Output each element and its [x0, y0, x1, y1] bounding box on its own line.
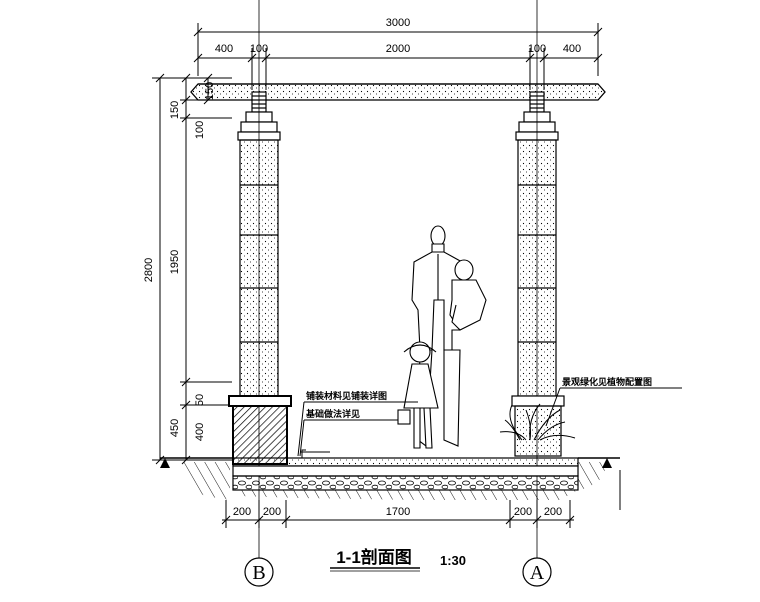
- left-column: [228, 0, 292, 560]
- dim-base-height: 450: [169, 419, 181, 437]
- dim-span: 2000: [386, 43, 410, 55]
- axis-bubble-b: B: [244, 557, 274, 587]
- axis-bubble-a: A: [522, 557, 552, 587]
- dim-bottom-4: 200: [544, 506, 562, 518]
- dim-bottom-2: 200: [263, 506, 281, 518]
- left-dimensions: [152, 73, 232, 465]
- top-dimensions: [193, 23, 603, 90]
- drawing-scale: 1:30: [440, 553, 466, 568]
- plant-icon: [499, 403, 576, 441]
- human-scale-figures: [397, 225, 487, 449]
- ground-section: [160, 449, 621, 510]
- note-leaders: [297, 387, 682, 457]
- dim-footing-height: 400: [194, 423, 206, 441]
- dim-left-overhang: 400: [215, 43, 233, 55]
- dim-bottom-3: 200: [514, 506, 532, 518]
- drawing-title: 1-1剖面图: [336, 547, 412, 567]
- dim-bottom-mid: 1700: [386, 506, 410, 518]
- svg-text:B: B: [252, 562, 265, 584]
- note-foundation-detail: 基础做法详见: [305, 408, 360, 419]
- svg-text:A: A: [530, 562, 545, 584]
- bottom-dimensions: [221, 500, 575, 528]
- dim-shaft-height: 1950: [169, 250, 181, 274]
- dim-base-gap: 50: [194, 394, 206, 406]
- dim-bottom-1: 200: [233, 506, 251, 518]
- dim-total-height: 2800: [143, 258, 155, 282]
- dim-overall-width: 3000: [386, 17, 410, 29]
- dim-beam-height: 150: [169, 101, 181, 119]
- dim-right-overhang: 400: [563, 43, 581, 55]
- dim-cap-block: 100: [194, 121, 206, 139]
- top-beam: [190, 83, 606, 101]
- note-paving-detail: 铺装材料见铺装详图: [306, 390, 387, 401]
- note-planting-detail: 景观绿化见植物配置图: [562, 376, 652, 387]
